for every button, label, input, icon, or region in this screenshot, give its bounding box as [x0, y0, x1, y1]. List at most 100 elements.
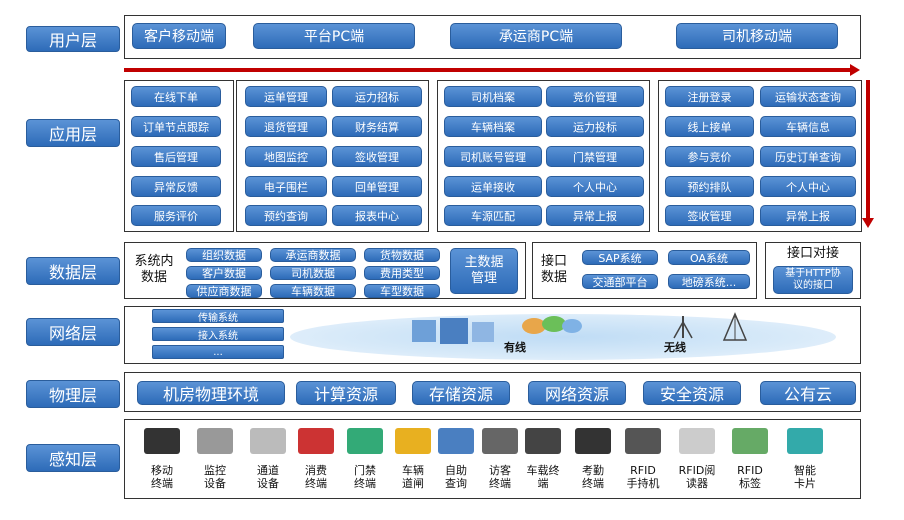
app-item[interactable]: 运力投标	[546, 116, 644, 137]
app-item[interactable]: 线上接单	[665, 116, 754, 137]
app-item[interactable]: 异常上报	[760, 205, 856, 226]
interface-item[interactable]: SAP系统	[582, 250, 658, 265]
app-item[interactable]: 注册登录	[665, 86, 754, 107]
app-item[interactable]: 售后管理	[131, 146, 221, 167]
app-item[interactable]: 回单管理	[332, 176, 422, 197]
sensing-device-label: 移动 终端	[151, 464, 173, 490]
data-item[interactable]: 货物数据	[364, 248, 440, 262]
interface-item[interactable]: OA系统	[668, 250, 750, 265]
sensing-device-label: RFID 标签	[737, 464, 763, 490]
app-item[interactable]: 在线下单	[131, 86, 221, 107]
physical-item[interactable]: 存储资源	[412, 381, 510, 405]
tower-icon	[720, 312, 750, 342]
layer-label-physical: 物理层	[26, 380, 120, 408]
app-item[interactable]: 个人中心	[760, 176, 856, 197]
visitor-icon	[482, 428, 518, 454]
network-item[interactable]: 接入系统	[152, 327, 284, 341]
physical-item[interactable]: 机房物理环境	[137, 381, 285, 405]
app-item[interactable]: 竞价管理	[546, 86, 644, 107]
data-item[interactable]: 组织数据	[186, 248, 262, 262]
data-item[interactable]: 客户数据	[186, 266, 262, 280]
data-item[interactable]: 费用类型	[364, 266, 440, 280]
layer-label-sensing: 感知层	[26, 444, 120, 472]
physical-item[interactable]: 安全资源	[643, 381, 741, 405]
kiosk-icon	[438, 428, 474, 454]
app-item[interactable]: 订单节点跟踪	[131, 116, 221, 137]
physical-item[interactable]: 公有云	[760, 381, 856, 405]
data-interface-title: 接口 数据	[540, 254, 567, 285]
flow-arrow-horizontal	[124, 68, 852, 72]
data-item[interactable]: 车型数据	[364, 284, 440, 298]
interface-item[interactable]: 交通部平台	[582, 274, 658, 289]
app-item[interactable]: 车辆信息	[760, 116, 856, 137]
vehicle-terminal-icon	[525, 428, 561, 454]
antenna-icon	[668, 312, 698, 340]
network-item[interactable]: 传输系统	[152, 309, 284, 323]
app-item[interactable]: 异常上报	[546, 205, 644, 226]
data-item[interactable]: 供应商数据	[186, 284, 262, 298]
sensing-device-label: 消费 终端	[305, 464, 327, 490]
sensing-device-label: 车载终 端	[526, 464, 560, 490]
server-cluster-icon	[408, 314, 498, 348]
app-item[interactable]: 签收管理	[332, 146, 422, 167]
app-item[interactable]: 参与竞价	[665, 146, 754, 167]
app-item[interactable]: 预约排队	[665, 176, 754, 197]
data-item[interactable]: 承运商数据	[270, 248, 356, 262]
sensing-device-label: 智能 卡片	[794, 464, 816, 490]
user-client-mobile[interactable]: 客户移动端	[132, 23, 226, 49]
app-item[interactable]: 运输状态查询	[760, 86, 856, 107]
app-item[interactable]: 运单接收	[444, 176, 542, 197]
layer-label-user: 用户层	[26, 26, 120, 52]
app-item[interactable]: 司机档案	[444, 86, 542, 107]
smart-card-icon	[787, 428, 823, 454]
app-item[interactable]: 财务结算	[332, 116, 422, 137]
sensing-device-label: 门禁 终端	[354, 464, 376, 490]
camera-icon	[197, 428, 233, 454]
arrow-head-right-icon	[850, 64, 860, 76]
database-icon	[520, 314, 584, 338]
physical-item[interactable]: 计算资源	[296, 381, 396, 405]
app-item[interactable]: 车辆档案	[444, 116, 542, 137]
http-interface-item[interactable]: 基于HTTP协 议的接口	[773, 266, 853, 294]
board-icon	[347, 428, 383, 454]
sensing-device-label: RFID阅 读器	[678, 464, 716, 490]
app-item[interactable]: 运力招标	[332, 86, 422, 107]
app-item[interactable]: 退货管理	[245, 116, 327, 137]
app-item[interactable]: 地图监控	[245, 146, 327, 167]
sensing-device-label: 自助 查询	[445, 464, 467, 490]
master-data-button[interactable]: 主数据 管理	[450, 248, 518, 294]
app-item[interactable]: 异常反馈	[131, 176, 221, 197]
app-item[interactable]: 电子围栏	[245, 176, 327, 197]
sensing-device-label: 考勤 终端	[582, 464, 604, 490]
layer-label-data: 数据层	[26, 257, 120, 285]
arrow-head-down-icon	[862, 218, 874, 228]
user-platform-pc[interactable]: 平台PC端	[253, 23, 415, 49]
app-item[interactable]: 签收管理	[665, 205, 754, 226]
sensing-device-label: RFID 手持机	[626, 464, 660, 490]
wireless-label: 无线	[664, 341, 686, 354]
app-item[interactable]: 门禁管理	[546, 146, 644, 167]
app-item[interactable]: 车源匹配	[444, 205, 542, 226]
app-item[interactable]: 个人中心	[546, 176, 644, 197]
app-item[interactable]: 服务评价	[131, 205, 221, 226]
rfid-reader-icon	[679, 428, 715, 454]
sensing-device-label: 监控 设备	[204, 464, 226, 490]
user-driver-mobile[interactable]: 司机移动端	[676, 23, 838, 49]
app-item[interactable]: 运单管理	[245, 86, 327, 107]
pos-icon	[298, 428, 334, 454]
data-item[interactable]: 司机数据	[270, 266, 356, 280]
interface-item[interactable]: 地磅系统...	[668, 274, 750, 289]
sensing-device-label: 通道 设备	[257, 464, 279, 490]
app-item[interactable]: 报表中心	[332, 205, 422, 226]
user-carrier-pc[interactable]: 承运商PC端	[450, 23, 622, 49]
data-internal-title: 系统内 数据	[134, 254, 174, 285]
app-item[interactable]: 历史订单查询	[760, 146, 856, 167]
barrier-icon	[395, 428, 431, 454]
sensing-device-label: 访客 终端	[489, 464, 511, 490]
physical-item[interactable]: 网络资源	[528, 381, 626, 405]
rfid-tag-icon	[732, 428, 768, 454]
network-item[interactable]: ...	[152, 345, 284, 359]
app-item[interactable]: 司机账号管理	[444, 146, 542, 167]
app-item[interactable]: 预约查询	[245, 205, 327, 226]
data-item[interactable]: 车辆数据	[270, 284, 356, 298]
